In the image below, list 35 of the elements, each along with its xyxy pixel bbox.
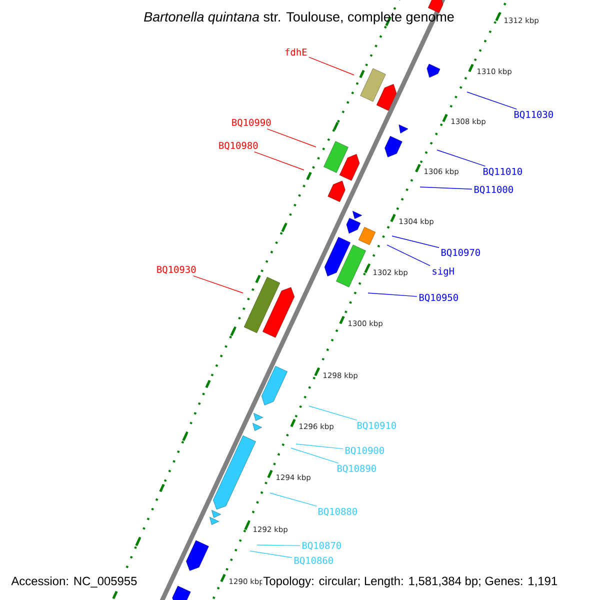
gene-label: BQ11010 [483, 168, 522, 176]
leader-line [308, 56, 354, 76]
gene-label: BQ10860 [294, 556, 333, 566]
leader-line [192, 275, 244, 294]
leader-line [270, 492, 318, 507]
gene-label: BQ10930 [157, 266, 196, 274]
title: Bartonella quintana str. Toulouse, complete genome [144, 12, 454, 24]
leader-line [308, 406, 358, 421]
gene-label: BQ10880 [318, 508, 357, 516]
leader-line [436, 150, 486, 166]
leader-line [296, 444, 344, 450]
leader-line [250, 550, 292, 558]
leader-line [368, 292, 418, 297]
leader-line [466, 92, 518, 110]
gene-label: BQ10970 [441, 248, 480, 258]
gene-label: sigH [432, 267, 454, 277]
info-text: Topology: circular; Length: 1,581,384 bp; Genes: 1,191 [262, 575, 559, 589]
leader-line [420, 186, 472, 190]
gene-label: BQ10870 [302, 542, 341, 550]
gene-label: fdhE [285, 48, 307, 56]
gene-label: BQ10950 [419, 294, 458, 302]
leader-line [266, 128, 316, 148]
leader-line [254, 151, 304, 170]
gene-label: BQ10900 [345, 446, 384, 456]
gene-label: BQ11030 [514, 110, 553, 120]
gene-label: BQ10910 [357, 422, 396, 430]
leader-line [386, 244, 430, 266]
gene-label: BQ11000 [474, 186, 513, 194]
gene-label: BQ10980 [219, 142, 258, 150]
info-text: Accession: NC_005955 [10, 575, 138, 589]
leader-line [290, 448, 339, 464]
leader-line [392, 236, 440, 248]
gene-label: BQ10990 [232, 118, 271, 128]
gene-label: BQ10890 [337, 464, 376, 474]
leader-line [256, 544, 300, 546]
